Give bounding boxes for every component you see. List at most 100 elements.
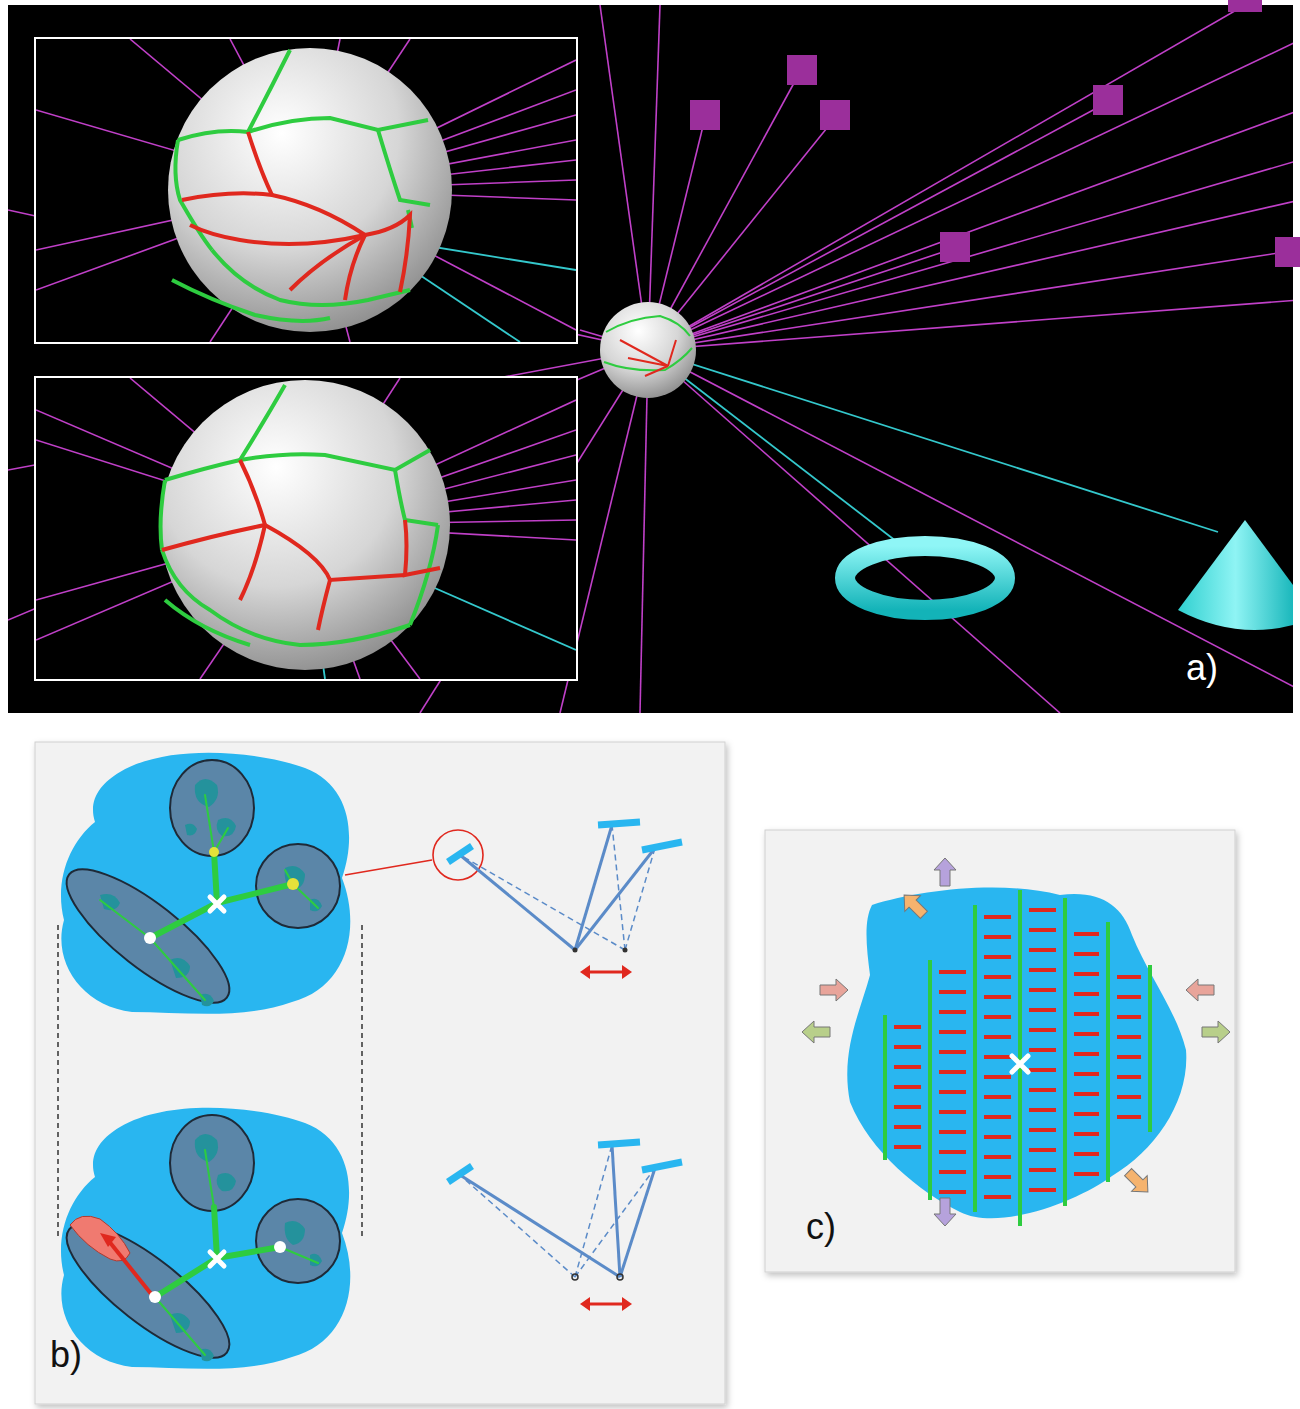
grid-dash xyxy=(1074,972,1099,976)
block-arrow xyxy=(934,858,956,886)
grid-dash xyxy=(1029,1188,1056,1192)
grid-dash xyxy=(1074,1112,1099,1116)
grid-dash xyxy=(1029,928,1056,932)
grid-dash xyxy=(984,1175,1011,1179)
grid-column xyxy=(973,905,977,1212)
grid-dash xyxy=(984,1015,1011,1019)
grid-dash xyxy=(894,1145,921,1149)
panel-c xyxy=(765,830,1235,1272)
block-arrow xyxy=(1202,1021,1230,1043)
highlight-circle xyxy=(433,830,483,880)
ray-lines xyxy=(8,5,1293,713)
grid-dash xyxy=(939,1110,966,1114)
small-sphere xyxy=(600,302,696,398)
direction-arrows xyxy=(802,858,1230,1226)
grid-dash xyxy=(984,995,1011,999)
grid-dash xyxy=(939,1150,966,1154)
grid-dash xyxy=(894,1125,921,1129)
grid-column xyxy=(928,960,932,1200)
grid-dash xyxy=(984,1115,1011,1119)
block-arrow xyxy=(896,887,931,922)
inset-bottom xyxy=(36,378,576,679)
inset-frame xyxy=(35,38,577,343)
grid-dash xyxy=(939,1130,966,1134)
bracket-line xyxy=(57,925,59,1240)
grid-dash xyxy=(984,935,1011,939)
panel-background xyxy=(765,830,1235,1272)
block-arrow xyxy=(820,979,848,1001)
grid-dash xyxy=(1074,1092,1099,1096)
lever-diagram xyxy=(448,1142,682,1311)
grid-dash xyxy=(984,1095,1011,1099)
grid-dash xyxy=(1029,1108,1056,1112)
grid-dash xyxy=(1029,948,1056,952)
center-marker xyxy=(210,897,224,1266)
region-blob xyxy=(847,888,1186,1219)
cube-markers xyxy=(690,0,1300,267)
grid-column xyxy=(1063,898,1067,1206)
grid-dash xyxy=(984,915,1011,919)
grid-dash xyxy=(1117,1055,1141,1059)
panel-label: a) xyxy=(1186,648,1218,688)
panel-label: b) xyxy=(50,1335,82,1375)
grid-dash xyxy=(1029,988,1056,992)
grid-dash xyxy=(984,1195,1011,1199)
panel-b xyxy=(35,742,725,1404)
grid-dash xyxy=(1029,1008,1056,1012)
grid-dash xyxy=(939,1190,966,1194)
grid-dash xyxy=(1117,975,1141,979)
grid-dash xyxy=(984,955,1011,959)
grid-dash xyxy=(939,1050,966,1054)
grid-dash xyxy=(939,1010,966,1014)
grid-dash xyxy=(894,1085,921,1089)
grid-dash xyxy=(1029,1148,1056,1152)
grid-dash xyxy=(1029,1048,1056,1052)
grid-dash xyxy=(939,1090,966,1094)
grid-dash xyxy=(1117,1115,1141,1119)
grid-dash xyxy=(1074,1172,1099,1176)
grid-dash xyxy=(1029,1168,1056,1172)
block-arrow xyxy=(802,1021,830,1043)
grid-dash xyxy=(894,1045,921,1049)
panel-a xyxy=(8,0,1300,713)
leader-line xyxy=(345,860,432,875)
grid-dash xyxy=(1074,1012,1099,1016)
grid-dash xyxy=(984,1055,1011,1059)
panel-background xyxy=(8,5,1293,713)
grid-column xyxy=(1148,965,1152,1132)
panel-label: c) xyxy=(806,1207,836,1247)
grid-dash xyxy=(984,1135,1011,1139)
inset-top xyxy=(36,39,576,342)
grid-dash xyxy=(939,1070,966,1074)
grid-dash xyxy=(1029,1088,1056,1092)
region-blob xyxy=(49,1108,350,1378)
cyan-rays xyxy=(648,350,1218,548)
grid-dash xyxy=(1117,1035,1141,1039)
grid-dash xyxy=(894,1065,921,1069)
grid-column xyxy=(1106,922,1110,1182)
grid-lines xyxy=(885,890,1150,1226)
torus xyxy=(845,546,1005,610)
panel-background xyxy=(35,742,725,1404)
grid-dash xyxy=(1074,952,1099,956)
block-arrow xyxy=(1120,1164,1155,1199)
cone xyxy=(1178,520,1293,630)
block-arrow xyxy=(934,1198,956,1226)
grid-dash xyxy=(1029,968,1056,972)
block-arrow xyxy=(1186,979,1214,1001)
inset-frame xyxy=(35,377,577,680)
grid-dash xyxy=(984,975,1011,979)
grid-dash xyxy=(939,1030,966,1034)
grid-dash xyxy=(1029,908,1056,912)
lever-diagram xyxy=(448,822,682,979)
grid-dash xyxy=(1029,1128,1056,1132)
grid-dash xyxy=(894,1105,921,1109)
grid-dash xyxy=(1074,992,1099,996)
grid-dash xyxy=(1117,1015,1141,1019)
grid-dash xyxy=(939,1170,966,1174)
grid-dash xyxy=(1117,995,1141,999)
grid-dash xyxy=(1117,1075,1141,1079)
grid-dash xyxy=(939,990,966,994)
grid-column xyxy=(1018,890,1022,1226)
